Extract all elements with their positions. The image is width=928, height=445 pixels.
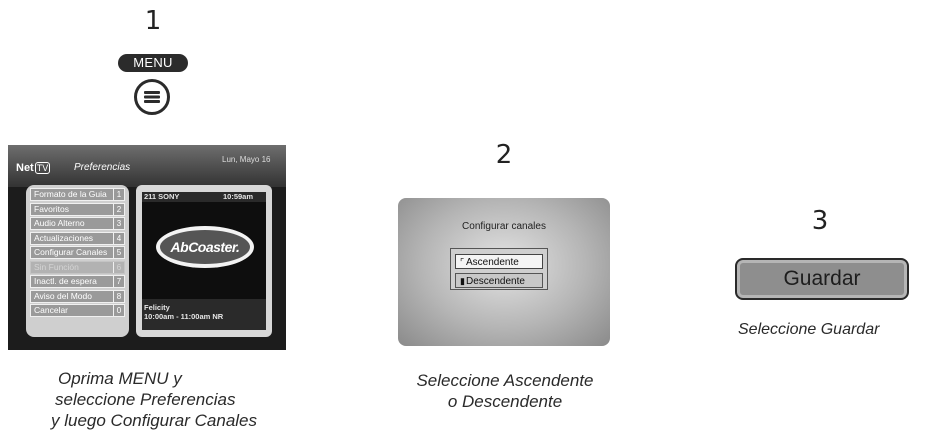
step-1-number: 1 (144, 6, 162, 36)
step-2-caption: Seleccione Ascendente o Descendente (416, 371, 594, 411)
step-3-number: 3 (811, 206, 829, 236)
channel-label: 211 SONY (144, 192, 180, 201)
step-2-number: 2 (495, 140, 513, 170)
option-descendente[interactable]: ▮Descendente (455, 273, 543, 288)
selected-marker-icon: ⌜ (460, 257, 465, 267)
option-ascendente[interactable]: ⌜Ascendente (455, 254, 543, 269)
step-3-caption: Seleccione Guardar (738, 321, 880, 338)
tv-header-band (8, 145, 286, 187)
step-1-caption: Oprima MENU y seleccione Preferencias y … (51, 369, 258, 430)
show-logo: AbCoaster. (156, 226, 254, 268)
menu-icon[interactable] (134, 79, 170, 115)
show-info: Felicity 10:00am - 11:00am NR (144, 303, 224, 321)
guardar-button[interactable]: Guardar (735, 258, 909, 300)
clock-label: 10:59am (223, 192, 254, 201)
screen-title: Preferencias (74, 162, 131, 173)
dialog-title: Configurar canales (462, 221, 546, 232)
screen-date: Lun, Mayo 16 (222, 155, 271, 164)
lock-icon: ▮ (460, 276, 465, 286)
menu-button-label[interactable]: MENU (118, 54, 188, 72)
